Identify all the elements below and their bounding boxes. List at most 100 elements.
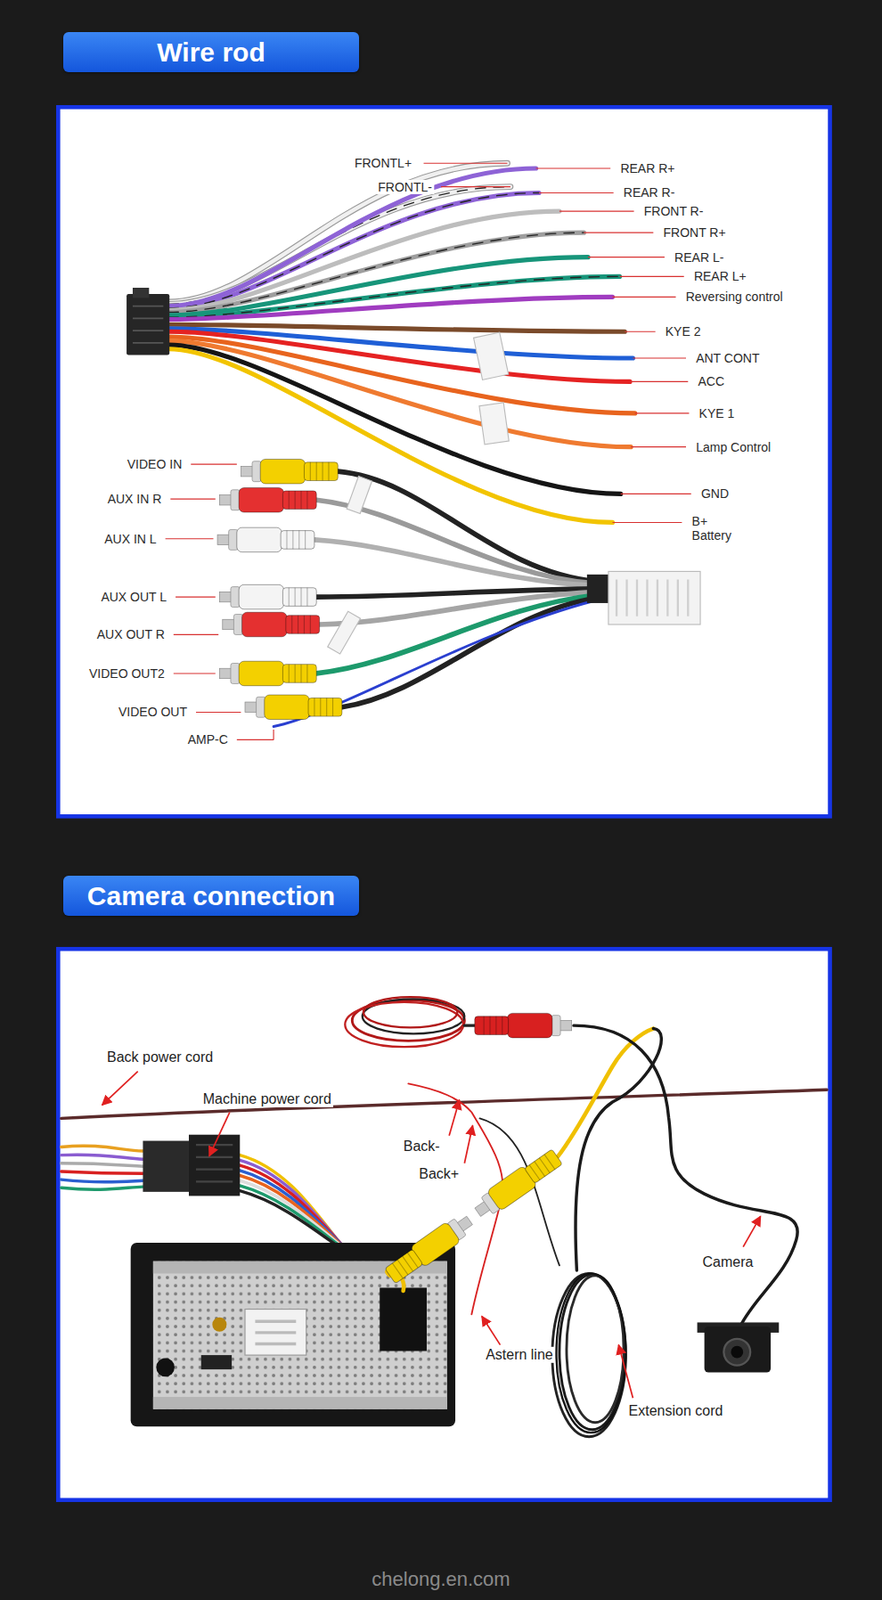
camera-cables [344, 996, 798, 1438]
panel [57, 106, 830, 817]
leader-line [190, 464, 237, 466]
wire-label: VIDEO IN [125, 457, 184, 472]
camera-body [704, 1326, 771, 1373]
camera-body [697, 1322, 780, 1372]
camera-cables [575, 1029, 662, 1271]
rca-plugs [240, 458, 338, 483]
camera-body [730, 1346, 744, 1359]
harness-wires [168, 331, 630, 382]
wire-label: Back+ [416, 1166, 461, 1183]
rca-plugs [219, 661, 317, 686]
power-connector [196, 1144, 233, 1182]
head-unit [212, 1317, 227, 1332]
wire-label: Astern line [483, 1347, 556, 1364]
av-connector [616, 579, 688, 617]
camera-cables [363, 996, 458, 1028]
section-header: Wire rod [63, 32, 360, 73]
leader-line [539, 192, 614, 194]
head-unit [379, 1288, 427, 1352]
wire-label: ACC [695, 374, 727, 389]
head-unit [245, 1309, 307, 1356]
harness-wires [168, 349, 613, 523]
leader-line [196, 711, 241, 713]
section-title: Camera connection [87, 881, 335, 911]
iso-connector [132, 306, 164, 343]
camera-plugs [470, 1146, 564, 1223]
leader-line [173, 672, 216, 674]
head-unit [254, 1321, 296, 1344]
cable-tags [346, 475, 372, 514]
cable-tags [327, 611, 361, 654]
wire-label: AUX IN R [106, 491, 164, 507]
head-unit [155, 1358, 175, 1378]
rca-plugs [219, 488, 317, 513]
cable-tags [327, 475, 373, 654]
head-unit [153, 1396, 448, 1410]
wire-label: KYE 1 [697, 406, 737, 421]
wire-label: KYE 2 [663, 324, 703, 339]
leader-line [175, 596, 216, 597]
callout-arrows [481, 1316, 501, 1346]
power-connector [142, 1141, 189, 1193]
wire-label: AUX OUT L [98, 589, 169, 605]
wire-label: GND [699, 486, 731, 501]
callout-arrows [743, 1216, 760, 1247]
leader-line [612, 522, 683, 523]
callout-arrows [102, 1071, 761, 1399]
leader-line [629, 381, 688, 383]
leader-line [441, 186, 511, 188]
camera-wiring [61, 1179, 144, 1183]
camera-wiring [61, 1186, 144, 1190]
leader-line [620, 276, 685, 278]
rca-plugs [217, 458, 343, 719]
wire-label: REAR R- [621, 185, 678, 200]
av-connector [587, 571, 701, 625]
leader-line [559, 211, 635, 213]
camera-wiring [61, 1171, 144, 1174]
callout-arrows [618, 1345, 633, 1399]
section-title: Wire rod [156, 37, 265, 67]
wire-label: FRONTL- [375, 179, 434, 195]
rca-cables [342, 597, 597, 708]
leader-lines [165, 163, 692, 740]
wire-label: Reversing control [684, 289, 785, 304]
wire-label: FRONTL+ [352, 155, 414, 171]
watermark: chelong.en.com [369, 1568, 512, 1591]
rca-cables [314, 539, 597, 587]
av-connector [587, 574, 610, 604]
head-unit [201, 1355, 232, 1370]
camera-body [723, 1339, 751, 1366]
leader-line [612, 296, 677, 298]
head-unit [153, 1261, 448, 1410]
camera-plugs [383, 1210, 477, 1287]
wire-label: Back power cord [105, 1048, 215, 1065]
camera-plugs [383, 1012, 572, 1286]
wire-label: REAR R+ [618, 161, 677, 176]
callout-arrows [449, 1100, 459, 1136]
harness-wires [168, 192, 539, 308]
iso-connector [126, 287, 170, 356]
callout-arrows [102, 1071, 139, 1106]
camera-wiring [61, 1089, 827, 1294]
harness-wires [168, 192, 539, 308]
wire-label: FRONT R- [642, 204, 706, 219]
wire-label: VIDEO OUT [116, 704, 189, 719]
rca-plugs [245, 694, 343, 719]
leader-line [236, 739, 274, 741]
head-unit [153, 1261, 448, 1410]
harness-wires [168, 296, 613, 319]
leader-line [635, 412, 690, 414]
wire-label: FRONT R+ [661, 225, 728, 240]
wire-tags [473, 332, 509, 380]
leader-line [273, 729, 275, 740]
rca-plugs [222, 612, 320, 637]
leader-line [536, 167, 612, 169]
camera-cables [344, 1002, 464, 1047]
rca-plugs [217, 527, 315, 552]
wire-label: REAR L+ [692, 269, 749, 284]
wire-label: Camera [701, 1254, 756, 1271]
wire-label: ANT CONT [694, 351, 761, 366]
